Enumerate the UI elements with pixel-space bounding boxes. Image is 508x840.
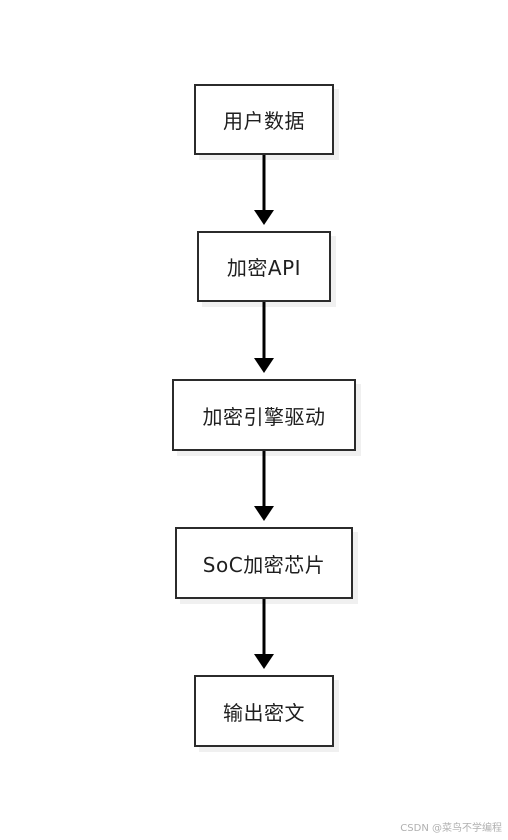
node-label: 加密引擎驱动 (202, 404, 326, 429)
node-label: 用户数据 (223, 109, 305, 133)
node-label: SoC加密芯片 (202, 552, 326, 577)
watermark: CSDN @菜鸟不学编程 (400, 823, 502, 834)
node-encryption-engine-driver: 加密引擎驱动 (172, 379, 356, 451)
node-user-data: 用户数据 (194, 84, 334, 155)
arrow-n3-n4 (254, 599, 274, 669)
node-label: 输出密文 (223, 700, 305, 725)
arrow-n1-n2 (254, 302, 274, 373)
arrow-n2-n3 (254, 451, 274, 521)
node-output-ciphertext: 输出密文 (194, 675, 334, 747)
node-label: 加密API (226, 256, 302, 280)
node-encryption-api: 加密API (197, 231, 331, 302)
node-soc-encryption-chip: SoC加密芯片 (175, 527, 353, 599)
arrow-n0-n1 (254, 155, 274, 225)
